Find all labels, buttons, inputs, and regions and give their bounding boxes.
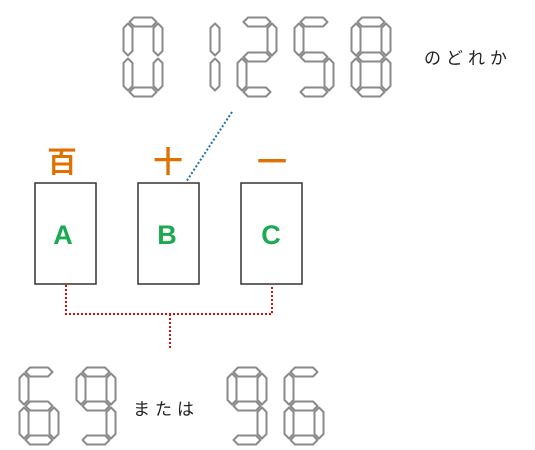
segment-lower-left [236, 57, 248, 92]
letter-b: B [157, 220, 177, 250]
segment-middle [81, 400, 111, 412]
segment-bottom [289, 434, 319, 446]
segment-top [81, 366, 111, 378]
segment-lower-left [350, 57, 362, 92]
red-dotted-bracket [65, 285, 273, 315]
segment-upper-right [266, 22, 278, 57]
letter-a: A [53, 220, 73, 250]
segment-middle [356, 51, 386, 63]
box-c: C [240, 182, 303, 285]
bottom-right-digit-group [226, 366, 325, 446]
segment-top [299, 16, 329, 28]
segment-upper-right [256, 372, 268, 406]
segment-lower-left [283, 406, 295, 440]
segment-lower-right [313, 406, 325, 440]
segment-middle [289, 400, 319, 412]
segment-top [24, 366, 54, 378]
segment-top [242, 16, 272, 28]
segment-upper-left [283, 372, 295, 406]
segment-lower-right [380, 57, 392, 92]
segment-lower-left [122, 57, 134, 92]
segment-upper-left [75, 372, 87, 406]
segment-upper-left [226, 372, 238, 406]
tens-label: 十 [153, 145, 182, 179]
top-digit-group [122, 16, 392, 98]
segment-upper-left [18, 372, 30, 406]
segment-top [289, 366, 319, 378]
segment-upper-left [293, 22, 305, 57]
bottom-left-digit-0 [18, 366, 60, 446]
segment-lower-left [18, 406, 30, 440]
segment-upper-right [105, 372, 117, 406]
segment-middle [299, 51, 329, 63]
segment-upper-right [209, 22, 221, 57]
segment-bottom [232, 434, 262, 446]
ones-label: 一 [257, 145, 286, 179]
segment-lower-right [48, 406, 60, 440]
segment-middle [242, 51, 272, 63]
bottom-right-digit-1 [283, 366, 325, 446]
segment-lower-right [105, 406, 117, 440]
segment-top [232, 366, 262, 378]
top-digit-4 [350, 16, 392, 98]
segment-middle [232, 400, 262, 412]
top-digit-1 [209, 22, 221, 92]
segment-lower-right [209, 57, 221, 92]
top-digit-3 [293, 16, 335, 98]
bottom-middle-text: または [133, 400, 199, 420]
segment-upper-right [152, 22, 164, 57]
segment-upper-right [380, 22, 392, 57]
segment-lower-right [152, 57, 164, 92]
hundreds-label: 百 [47, 145, 76, 179]
segment-upper-left [350, 22, 362, 57]
segment-upper-left [122, 22, 134, 57]
segment-middle [24, 400, 54, 412]
segment-lower-right [256, 406, 268, 440]
segment-bottom [81, 434, 111, 446]
segment-bottom [24, 434, 54, 446]
segment-top [128, 16, 158, 28]
top-digit-0 [122, 16, 164, 98]
segment-bottom [356, 86, 386, 98]
segment-bottom [242, 86, 272, 98]
top-suffix-text: のどれか [424, 49, 512, 69]
blue-dotted-connector [185, 111, 233, 183]
letter-c: C [261, 220, 281, 250]
segment-bottom [128, 86, 158, 98]
segment-bottom [299, 86, 329, 98]
bottom-left-digit-group [18, 366, 117, 446]
box-b: B [137, 182, 200, 285]
bottom-left-digit-1 [75, 366, 117, 446]
segment-top [356, 16, 386, 28]
box-a: A [34, 182, 97, 285]
segment-lower-right [323, 57, 335, 92]
top-digit-2 [236, 16, 278, 98]
bottom-right-digit-0 [226, 366, 268, 446]
